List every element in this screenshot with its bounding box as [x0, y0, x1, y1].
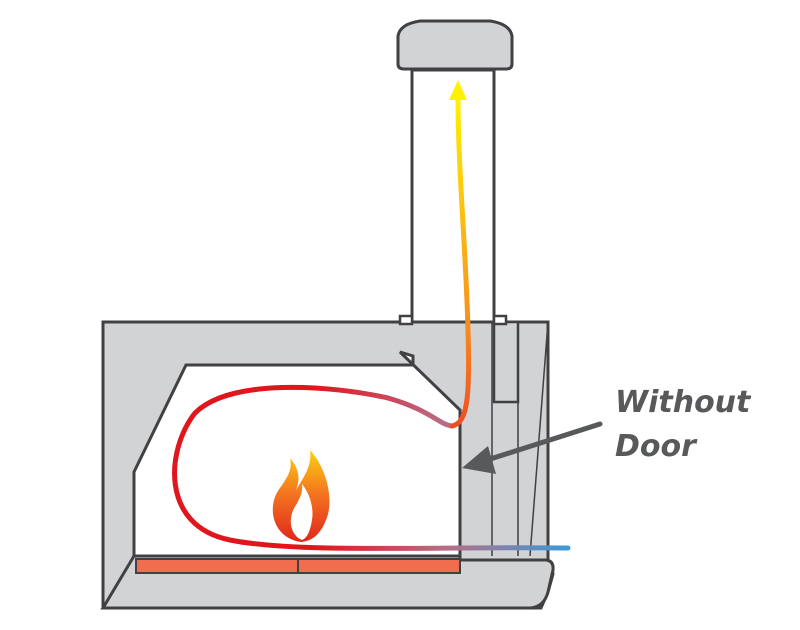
arrow-icon: [449, 80, 467, 100]
annotation-label-line1: Without: [615, 385, 752, 420]
airflow-loop: [172, 384, 571, 551]
annotation-pointer-line: [481, 421, 603, 464]
chimney-collar-left: [398, 314, 414, 326]
front-frame-line: [529, 321, 549, 557]
airflow-chimney: [449, 95, 472, 429]
chimney-collar-right: [492, 314, 508, 326]
annotation-label-line2: Door: [615, 429, 698, 464]
chimney-pipe: [410, 68, 496, 324]
annotation-arrow-icon: [462, 446, 496, 474]
door-slot: [492, 320, 520, 404]
flame-icon: [272, 450, 330, 542]
chimney-cap: [396, 19, 514, 71]
fire-brick-left: [135, 558, 299, 574]
fire-brick-right: [297, 558, 461, 574]
